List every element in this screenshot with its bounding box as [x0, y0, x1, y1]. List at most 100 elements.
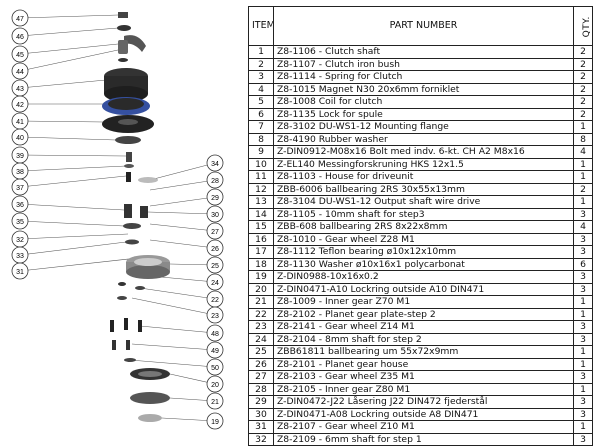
item-number-cell: 17	[248, 245, 274, 259]
quantity-cell: 3	[573, 270, 593, 284]
qty-header: QTY.	[573, 6, 593, 46]
item-number-cell: 29	[248, 395, 274, 409]
callout-number: 21	[211, 399, 219, 406]
callout-number: 35	[16, 219, 24, 226]
exploded-assembly-diagram: 4746454443424140393837363532333134282930…	[11, 9, 224, 430]
part-number-cell: Z8-1112 Teflon bearing ø10x12x10mm	[273, 245, 574, 259]
item-no-header: ITEM NO.	[248, 6, 274, 46]
callout-balloon: 47	[11, 9, 29, 27]
callout-balloon: 37	[11, 178, 29, 196]
part-number-cell: Z8-2107 - Gear wheel Z10 M1	[273, 420, 574, 434]
quantity-cell: 1	[573, 357, 593, 371]
part-number-cell: Z8-1015 Magnet N30 20x6mm forniklet	[273, 82, 574, 96]
quantity-cell: 3	[573, 370, 593, 384]
callout-balloon: 25	[206, 256, 224, 274]
item-number-cell: 18	[248, 257, 274, 271]
part-number-cell: Z-DIN0472-J22 Låsering J22 DIN472 fjeder…	[273, 395, 574, 409]
callout-number: 47	[16, 16, 24, 23]
quantity-cell: 3	[573, 332, 593, 346]
callout-number: 44	[16, 69, 24, 76]
item-number-cell: 13	[248, 195, 274, 209]
item-number-cell: 15	[248, 220, 274, 234]
callout-number: 23	[211, 313, 219, 320]
parts-list-table: ITEM NO. PART NUMBER QTY. 1Z8-1106 - Clu…	[248, 6, 593, 446]
callout-balloon: 39	[11, 146, 29, 164]
callout-balloon: 33	[11, 246, 29, 264]
quantity-cell: 1	[573, 382, 593, 396]
quantity-cell: 4	[573, 145, 593, 159]
callout-number: 48	[211, 331, 219, 338]
callout-balloon: 24	[206, 273, 224, 291]
part-number-cell: Z8-1106 - Clutch shaft	[273, 45, 574, 59]
quantity-cell: 1	[573, 157, 593, 171]
quantity-cell: 3	[573, 232, 593, 246]
callout-balloon: 48	[206, 324, 224, 342]
part-number-cell: Z-DIN0912-M08x16 Bolt med indv. 6-kt. CH…	[273, 145, 574, 159]
callout-number: 49	[211, 348, 219, 355]
item-number-cell: 8	[248, 132, 274, 146]
part-number-cell: Z8-2141 - Gear wheel Z14 M1	[273, 320, 574, 334]
item-number-cell: 22	[248, 307, 274, 321]
item-number-cell: 3	[248, 70, 274, 84]
callout-number: 27	[211, 229, 219, 236]
callout-balloon: 19	[206, 412, 224, 430]
table-header-row: ITEM NO. PART NUMBER QTY.	[248, 6, 593, 46]
part-number-cell: Z-DIN0988-10x16x0.2	[273, 270, 574, 284]
callout-balloon: 42	[11, 95, 29, 113]
part-number-cell: Z8-2103 - Gear wheel Z35 M1	[273, 370, 574, 384]
item-number-cell: 31	[248, 420, 274, 434]
callout-balloon: 20	[206, 375, 224, 393]
quantity-cell: 3	[573, 432, 593, 446]
callout-balloon: 29	[206, 188, 224, 206]
item-number-cell: 32	[248, 432, 274, 446]
callout-balloon: 27	[206, 222, 224, 240]
part-number-header: PART NUMBER	[273, 6, 574, 46]
item-number-cell: 9	[248, 145, 274, 159]
quantity-cell: 3	[573, 282, 593, 296]
item-number-cell: 5	[248, 95, 274, 109]
item-number-cell: 2	[248, 57, 274, 71]
callout-balloon: 32	[11, 230, 29, 248]
callout-number: 26	[211, 246, 219, 253]
quantity-cell: 2	[573, 107, 593, 121]
quantity-cell: 6	[573, 257, 593, 271]
quantity-cell: 3	[573, 245, 593, 259]
item-number-cell: 6	[248, 107, 274, 121]
callout-number: 38	[16, 169, 24, 176]
callout-balloon: 49	[206, 341, 224, 359]
part-number-cell: Z8-2102 - Planet gear plate-step 2	[273, 307, 574, 321]
part-number-cell: Z8-1107 - Clutch iron bush	[273, 57, 574, 71]
part-number-cell: Z8-1009 - Inner gear Z70 M1	[273, 295, 574, 309]
quantity-cell: 3	[573, 407, 593, 421]
part-number-cell: Z8-2109 - 6mm shaft for step 1	[273, 432, 574, 446]
callout-number: 50	[211, 365, 219, 372]
callout-number: 30	[211, 212, 219, 219]
qty-header-label: QTY.	[581, 15, 592, 38]
callout-balloon: 34	[206, 154, 224, 172]
part-number-cell: Z8-1010 - Gear wheel Z28 M1	[273, 232, 574, 246]
part-number-cell: Z8-4190 Rubber washer	[273, 132, 574, 146]
quantity-cell: 1	[573, 295, 593, 309]
callout-balloon: 31	[11, 262, 29, 280]
item-number-cell: 27	[248, 370, 274, 384]
diagram-parts	[102, 12, 170, 422]
callout-number: 33	[16, 253, 24, 260]
callout-number: 39	[16, 153, 24, 160]
